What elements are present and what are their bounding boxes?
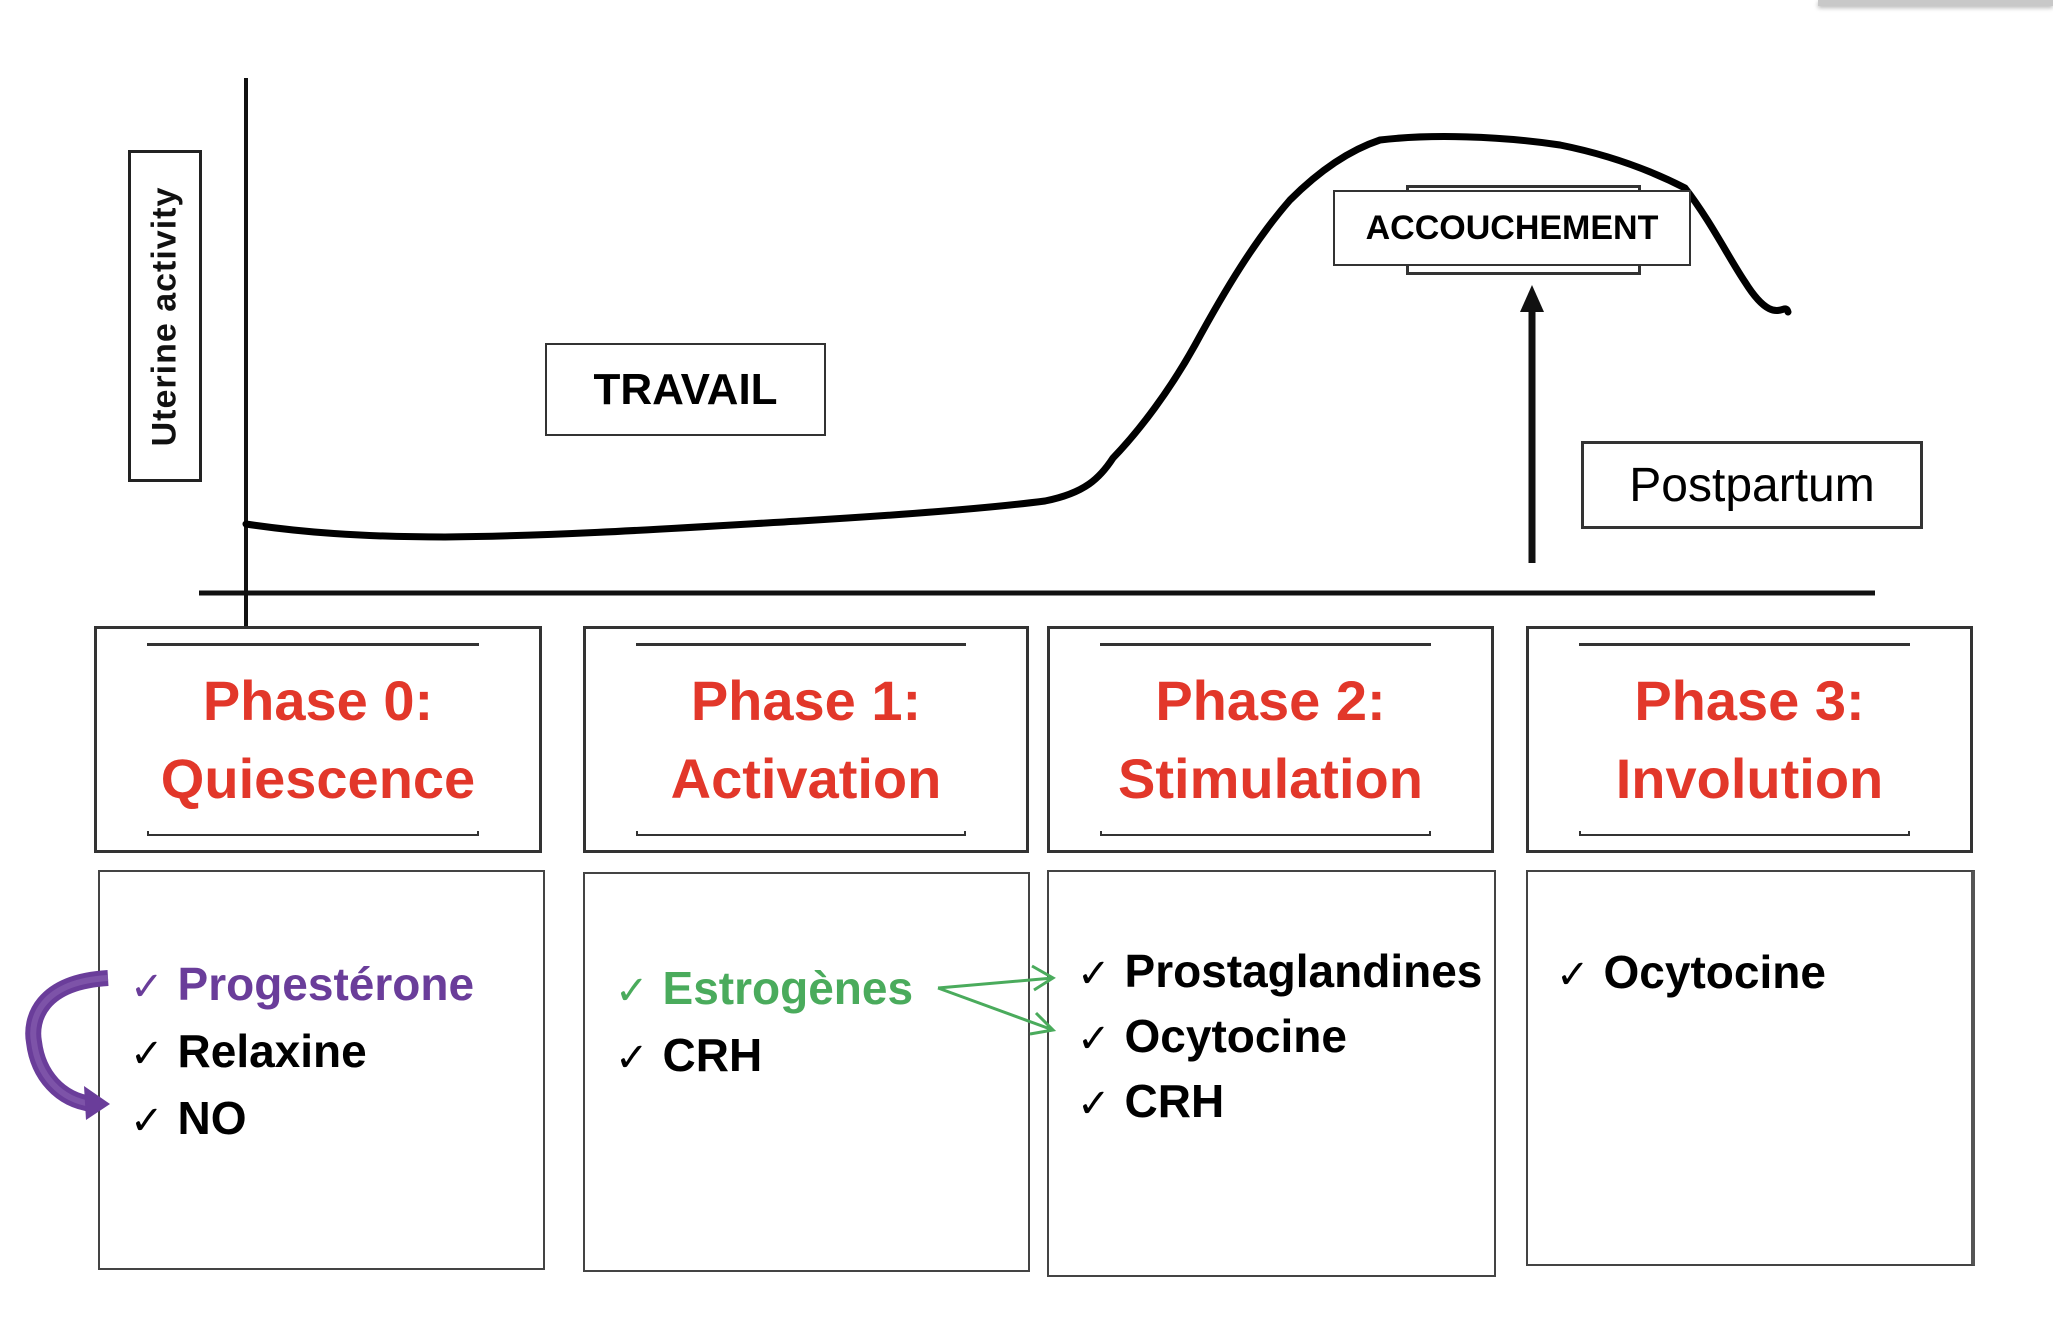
phase-0-title-line1: Phase 0: <box>202 668 434 732</box>
check-icon: ✓ <box>1556 953 1590 997</box>
phase-1-title-line2: Activation <box>670 746 942 810</box>
travail-label: TRAVAIL <box>545 343 826 436</box>
check-icon: ✓ <box>130 1099 164 1143</box>
hormone-label: Progestérone <box>177 958 475 1010</box>
decor-bracket <box>636 831 966 836</box>
phase-1-title-line1: Phase 1: <box>690 668 922 732</box>
curved-arrow-icon <box>25 970 110 1120</box>
check-icon: ✓ <box>1077 952 1111 996</box>
phase-2-title-line2: Stimulation <box>1118 746 1423 810</box>
check-icon: ✓ <box>615 1036 649 1080</box>
check-icon: ✓ <box>1077 1017 1111 1061</box>
birth-arrow-head <box>1520 285 1544 312</box>
hormone-item: ✓ CRH <box>615 1023 1028 1090</box>
decor-bracket <box>1579 831 1910 836</box>
phase-3-title-line1: Phase 3: <box>1634 668 1865 732</box>
top-edge-shadow <box>1818 0 2053 6</box>
hormone-item: ✓ Prostaglandines <box>1077 940 1494 1005</box>
phase-2-hormones: ✓ Prostaglandines ✓ Ocytocine ✓ CRH <box>1047 870 1496 1277</box>
check-icon: ✓ <box>1077 1082 1111 1126</box>
decor-bracket <box>147 831 479 836</box>
hormone-item: ✓ Progestérone <box>130 952 543 1019</box>
hormone-item: ✓ Ocytocine <box>1077 1005 1494 1070</box>
arrow-icon <box>937 986 1057 1036</box>
check-icon: ✓ <box>615 969 649 1013</box>
phase-2-title-line1: Phase 2: <box>1155 668 1386 732</box>
uterine-activity-curve <box>242 133 1792 541</box>
phase-1-hormones: ✓ Estrogènes ✓ CRH <box>583 872 1030 1272</box>
hormone-label: Relaxine <box>177 1025 367 1077</box>
hormone-item: ✓ Relaxine <box>130 1019 543 1086</box>
accouchement-label: ACCOUCHEMENT <box>1333 190 1691 266</box>
phase-3-title-line2: Involution <box>1615 746 1884 810</box>
hormone-item: ✓ NO <box>130 1086 543 1153</box>
decor-bracket <box>1100 831 1431 836</box>
hormone-item: ✓ Ocytocine <box>1556 940 1971 1007</box>
hormone-label: CRH <box>1124 1075 1225 1127</box>
decor-line <box>636 643 966 646</box>
phase-2-box: Phase 2: Stimulation <box>1047 626 1494 853</box>
phase-1-box: Phase 1: Activation <box>583 626 1029 853</box>
decor-line <box>147 643 479 646</box>
hormone-item: ✓ Estrogènes <box>615 956 1028 1023</box>
phase-0-hormones: ✓ Progestérone ✓ Relaxine ✓ NO <box>98 870 545 1270</box>
phase-0-title-line2: Quiescence <box>160 746 476 810</box>
hormone-label: CRH <box>662 1029 763 1081</box>
phase-3-hormones: ✓ Ocytocine <box>1526 870 1975 1266</box>
check-icon: ✓ <box>130 1032 164 1076</box>
phase-0-box: Phase 0: Quiescence <box>94 626 542 853</box>
hormone-label: Prostaglandines <box>1124 945 1483 997</box>
decor-line <box>1579 643 1910 646</box>
arrow-icon <box>937 964 1056 992</box>
hormone-label: NO <box>177 1092 247 1144</box>
hormone-label: Estrogènes <box>662 962 914 1014</box>
decor-line <box>1100 643 1431 646</box>
hormone-label: Ocytocine <box>1124 1010 1347 1062</box>
postpartum-label: Postpartum <box>1581 441 1923 529</box>
phase-3-box: Phase 3: Involution <box>1526 626 1973 853</box>
check-icon: ✓ <box>130 965 164 1009</box>
hormone-item: ✓ CRH <box>1077 1070 1494 1135</box>
y-axis-label-box: Uterine activity <box>128 150 202 482</box>
hormone-label: Ocytocine <box>1603 946 1826 998</box>
